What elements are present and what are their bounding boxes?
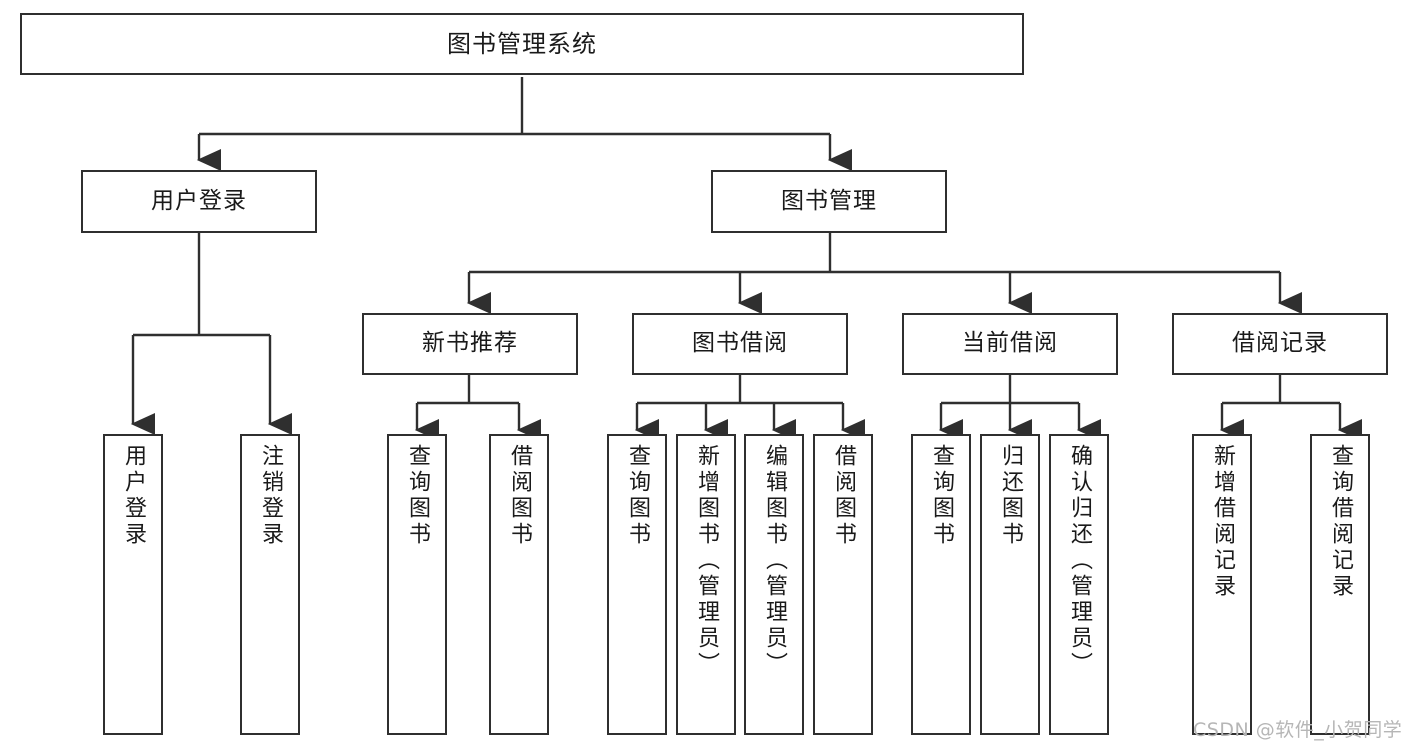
leaf-user-login-login[interactable]: 用户登录 <box>103 434 163 735</box>
node-label: 查询图书 <box>929 444 954 548</box>
node-root-book-management-system[interactable]: 图书管理系统 <box>20 13 1024 75</box>
leaf-book-borrow-add[interactable]: 新增图书（管理员） <box>676 434 736 735</box>
leaf-current-borrow-return[interactable]: 归还图书 <box>980 434 1040 735</box>
node-label: 图书管理 <box>781 187 877 214</box>
node-book-management[interactable]: 图书管理 <box>711 170 947 233</box>
leaf-current-borrow-confirm-return[interactable]: 确认归还（管理员） <box>1049 434 1109 735</box>
leaf-book-borrow-query[interactable]: 查询图书 <box>607 434 667 735</box>
node-current-borrow[interactable]: 当前借阅 <box>902 313 1118 375</box>
node-label: 查询图书 <box>405 444 430 548</box>
leaf-borrow-record-query[interactable]: 查询借阅记录 <box>1310 434 1370 735</box>
node-label: 用户登录 <box>151 187 247 214</box>
leaf-book-borrow-edit[interactable]: 编辑图书（管理员） <box>744 434 804 735</box>
node-label: 借阅图书 <box>507 444 532 548</box>
leaf-book-borrow-borrow[interactable]: 借阅图书 <box>813 434 873 735</box>
node-label: 查询图书 <box>625 444 650 548</box>
node-new-book-recommend[interactable]: 新书推荐 <box>362 313 578 375</box>
watermark-text: CSDN @软件_小贺同学 <box>1193 719 1403 741</box>
node-label: 确认归还（管理员） <box>1067 444 1092 678</box>
node-label: 新书推荐 <box>422 330 518 357</box>
leaf-new-book-borrow[interactable]: 借阅图书 <box>489 434 549 735</box>
leaf-user-login-logout[interactable]: 注销登录 <box>240 434 300 735</box>
node-label: 图书管理系统 <box>447 29 597 58</box>
node-label: 借阅图书 <box>831 444 856 548</box>
node-label: 用户登录 <box>121 444 146 548</box>
node-user-login[interactable]: 用户登录 <box>81 170 317 233</box>
node-label: 注销登录 <box>258 444 283 548</box>
node-label: 当前借阅 <box>962 330 1058 357</box>
node-label: 图书借阅 <box>692 330 788 357</box>
node-label: 查询借阅记录 <box>1328 444 1353 600</box>
node-borrow-records[interactable]: 借阅记录 <box>1172 313 1388 375</box>
node-label: 新增图书（管理员） <box>694 444 719 678</box>
leaf-new-book-query[interactable]: 查询图书 <box>387 434 447 735</box>
node-label: 借阅记录 <box>1232 330 1328 357</box>
node-book-borrow[interactable]: 图书借阅 <box>632 313 848 375</box>
leaf-borrow-record-add[interactable]: 新增借阅记录 <box>1192 434 1252 735</box>
node-label: 编辑图书（管理员） <box>762 444 787 678</box>
node-label: 新增借阅记录 <box>1210 444 1235 600</box>
leaf-current-borrow-query[interactable]: 查询图书 <box>911 434 971 735</box>
node-label: 归还图书 <box>998 444 1023 548</box>
